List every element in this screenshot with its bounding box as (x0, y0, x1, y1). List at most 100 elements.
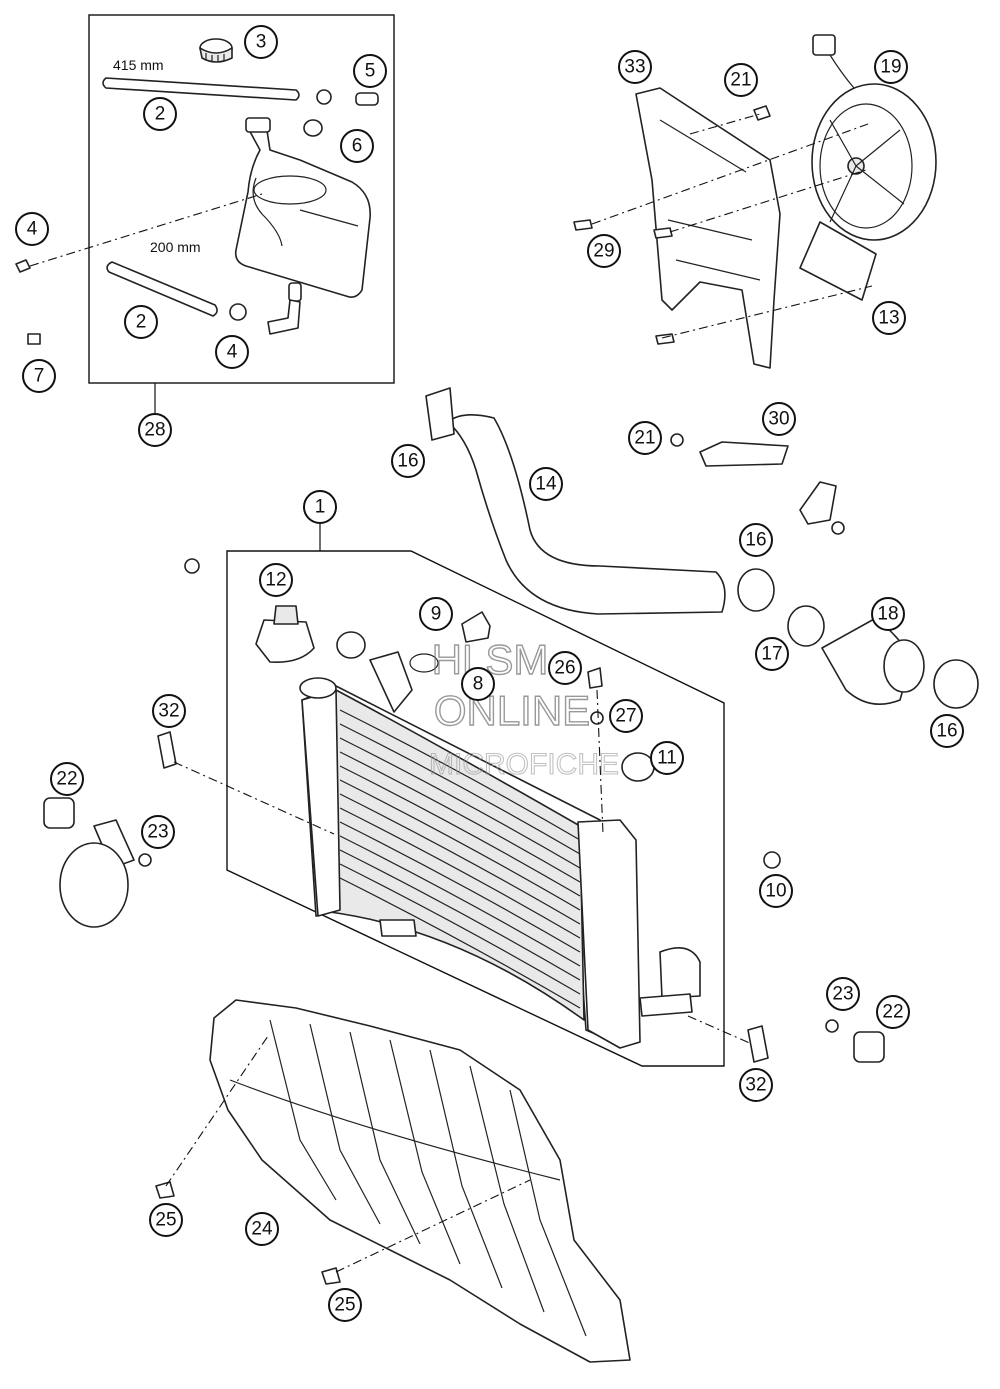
svg-text:26: 26 (554, 658, 575, 679)
callout-23b: 23 (826, 977, 860, 1011)
callout-2a: 2 (143, 97, 177, 131)
rubber-grommet (621, 752, 655, 782)
drain-fitting (288, 282, 302, 302)
svg-text:22: 22 (882, 1002, 903, 1023)
mounting-stud (184, 558, 200, 574)
svg-text:25: 25 (334, 1295, 355, 1316)
callout-16b: 16 (739, 523, 773, 557)
bleed-screw (587, 667, 603, 689)
expansion-tank-kit: 415 mm 200 mm (15, 38, 379, 345)
svg-text:19: 19 (880, 57, 901, 78)
callout-21b: 21 (628, 421, 662, 455)
svg-text:22: 22 (56, 769, 77, 790)
expansion-tank-kit-frame (88, 14, 395, 384)
svg-text:14: 14 (535, 474, 557, 495)
svg-text:17: 17 (761, 644, 782, 665)
shroud-screw (753, 105, 771, 121)
callout-13: 13 (872, 301, 906, 335)
svg-text:29: 29 (593, 241, 614, 262)
assembly-line (591, 123, 869, 225)
cooling-fan (811, 34, 937, 241)
svg-text:28: 28 (144, 420, 165, 441)
callout-26: 26 (548, 651, 582, 685)
callout-16a: 16 (391, 444, 425, 478)
svg-text:13: 13 (878, 308, 899, 329)
callout-4a: 4 (15, 212, 49, 246)
bracket-plate (799, 481, 837, 525)
watermark-line-3: MICROFICHE (429, 748, 619, 781)
svg-text:16: 16 (397, 451, 418, 472)
callout-27: 27 (609, 699, 643, 733)
mounting-bracket (699, 441, 789, 467)
callout-29: 29 (587, 234, 621, 268)
callout-30: 30 (762, 402, 796, 436)
assembly-line (29, 193, 263, 267)
callout-11: 11 (650, 741, 684, 775)
guard-screw (155, 1181, 175, 1199)
callout-5: 5 (353, 54, 387, 88)
mounting-tab (639, 993, 693, 1017)
callout-25b: 25 (328, 1288, 362, 1322)
svg-text:25: 25 (155, 1210, 176, 1231)
mount-nut (825, 1019, 839, 1033)
hose-clamp (933, 659, 979, 709)
svg-text:21: 21 (634, 428, 655, 449)
drain-plug (763, 851, 781, 869)
svg-text:4: 4 (227, 342, 238, 363)
mounting-clip (747, 1025, 769, 1063)
svg-text:23: 23 (832, 984, 853, 1005)
callout-8: 8 (461, 667, 495, 701)
callout-2b: 2 (124, 305, 158, 339)
assembly-line (173, 761, 335, 835)
svg-text:33: 33 (624, 57, 645, 78)
guard-screw (321, 1267, 341, 1285)
svg-text:9: 9 (431, 604, 442, 625)
upper-radiator-hose (425, 387, 726, 615)
svg-text:32: 32 (158, 701, 179, 722)
svg-text:11: 11 (657, 748, 677, 769)
horn (59, 842, 129, 928)
callout-21a: 21 (724, 63, 758, 97)
svg-text:16: 16 (936, 721, 957, 742)
callout-16c: 16 (930, 714, 964, 748)
assembly-line (687, 1015, 753, 1045)
callout-24: 24 (245, 1212, 279, 1246)
hose-clamp (425, 387, 455, 441)
svg-text:32: 32 (745, 1075, 766, 1096)
svg-text:21: 21 (730, 70, 751, 91)
temperature-sensor (461, 611, 491, 643)
assembly-line (165, 1035, 269, 1187)
callout-32b: 32 (739, 1068, 773, 1102)
hose-clamp (316, 89, 332, 105)
outlet-pipe (659, 946, 701, 999)
callout-7: 7 (22, 359, 56, 393)
sealing-washer (590, 711, 604, 725)
assembly-line (335, 1179, 531, 1273)
callout-12: 12 (259, 563, 293, 597)
radiator-guard (209, 999, 631, 1363)
callout-32a: 32 (152, 694, 186, 728)
overflow-hose-short (106, 261, 218, 317)
fan-connector (812, 34, 836, 56)
o-ring (409, 653, 439, 673)
radiator-tank-right (577, 819, 641, 1049)
callout-33: 33 (618, 50, 652, 84)
mounting-tab (369, 651, 413, 713)
rubber-mount-left (43, 797, 152, 928)
callout-6: 6 (340, 129, 374, 163)
hose-length-200: 200 mm (150, 239, 201, 255)
grommet (303, 119, 323, 137)
hose-length-415: 415 mm (113, 57, 164, 73)
callout-19: 19 (874, 50, 908, 84)
mount-nut (138, 853, 152, 867)
overflow-hose-long (102, 77, 300, 101)
callout-22b: 22 (876, 995, 910, 1029)
mounting-screw (15, 259, 31, 273)
rubber-mount-right (825, 1019, 885, 1063)
vent-fitting (355, 92, 379, 106)
assembly-line (689, 113, 761, 135)
expansion-tank (234, 117, 371, 298)
svg-text:8: 8 (473, 674, 484, 695)
rubber-grommet (336, 631, 366, 659)
